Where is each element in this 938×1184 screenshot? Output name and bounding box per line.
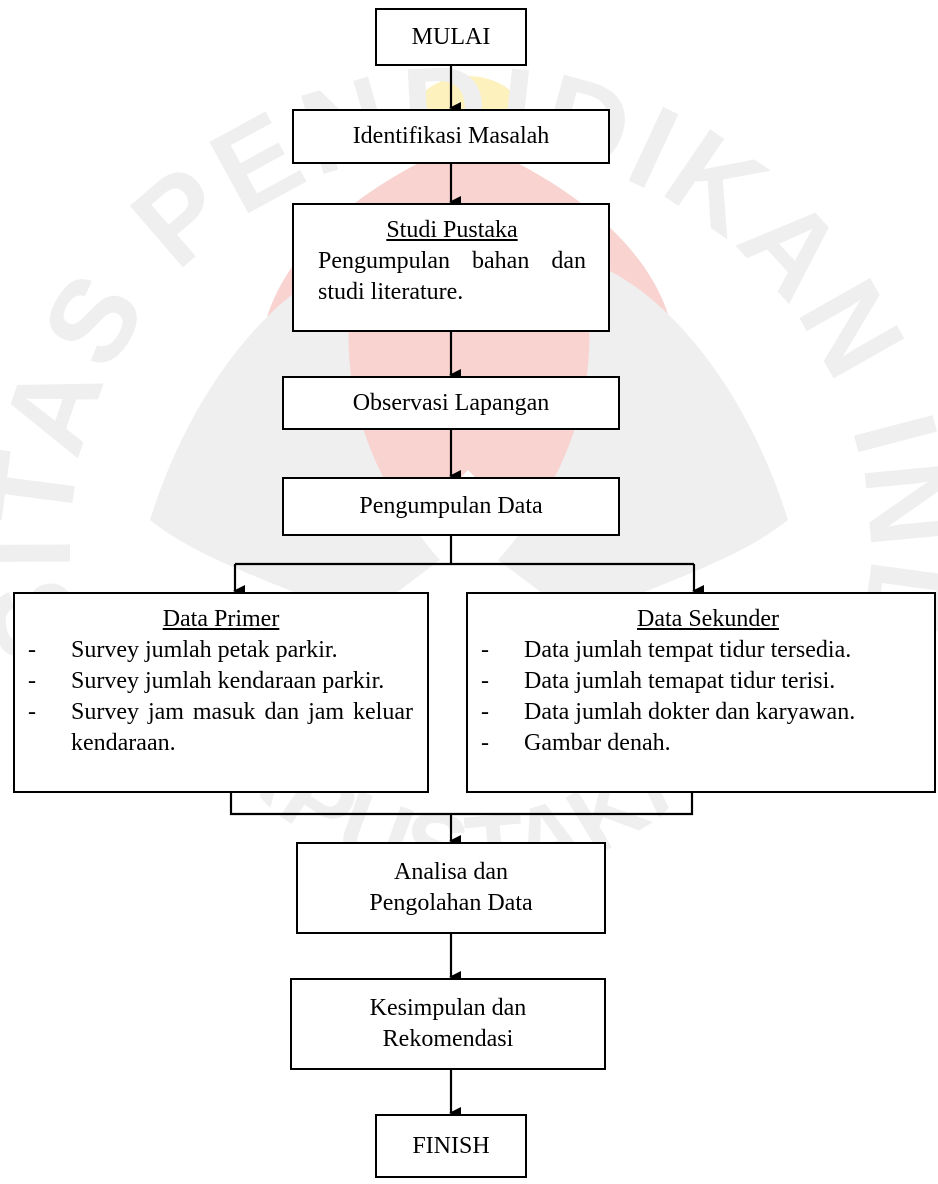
data-primer-item: Survey jumlah petak parkir.	[15, 635, 413, 666]
identifikasi-masalah-label: Identifikasi Masalah	[352, 123, 550, 149]
data-primer-box: Data Primer Survey jumlah petak parkir. …	[13, 592, 429, 793]
data-sekunder-item: Data jumlah tempat tidur tersedia.	[468, 635, 928, 666]
observasi-lapangan-label: Observasi Lapangan	[352, 389, 550, 416]
start-label: MULAI	[411, 23, 491, 50]
data-sekunder-item: Data jumlah dokter dan karyawan.	[468, 697, 928, 728]
observasi-lapangan-box: Observasi Lapangan	[282, 376, 620, 430]
pengumpulan-data-box: Pengumpulan Data	[282, 477, 620, 536]
data-sekunder-heading: Data Sekunder	[637, 606, 779, 632]
start-node: MULAI	[375, 8, 527, 66]
kesimpulan-rekomendasi-box: Kesimpulan dan Rekomendasi	[290, 978, 606, 1070]
pengumpulan-data-label: Pengumpulan Data	[359, 493, 543, 519]
analisa-line-2: Pengolahan Data	[369, 890, 533, 916]
analisa-line-1: Analisa dan	[394, 859, 508, 885]
identifikasi-masalah-box: Identifikasi Masalah	[292, 109, 610, 164]
analisa-pengolahan-box: Analisa dan Pengolahan Data	[296, 842, 606, 934]
studi-pustaka-body: Pengumpulan bahan dan studi literature.	[318, 248, 586, 305]
data-sekunder-item: Data jumlah temapat tidur terisi.	[468, 666, 928, 697]
kesimpulan-line-2: Rekomendasi	[382, 1026, 514, 1052]
data-primer-heading: Data Primer	[162, 606, 280, 632]
data-sekunder-item: Gambar denah.	[468, 728, 928, 759]
finish-label: FINISH	[412, 1132, 490, 1159]
studi-pustaka-heading: Studi Pustaka	[386, 217, 518, 243]
data-sekunder-list: Data jumlah tempat tidur tersedia. Data …	[468, 635, 928, 759]
data-primer-item: Survey jam masuk dan jam keluar kendaraa…	[15, 697, 413, 759]
kesimpulan-line-1: Kesimpulan dan	[369, 995, 527, 1021]
studi-pustaka-box: Studi Pustaka Pengumpulan bahan dan stud…	[292, 203, 610, 332]
data-primer-item: Survey jumlah kendaraan parkir.	[15, 666, 413, 697]
data-primer-list: Survey jumlah petak parkir. Survey jumla…	[15, 635, 413, 759]
finish-node: FINISH	[375, 1114, 527, 1178]
data-sekunder-box: Data Sekunder Data jumlah tempat tidur t…	[466, 592, 936, 793]
